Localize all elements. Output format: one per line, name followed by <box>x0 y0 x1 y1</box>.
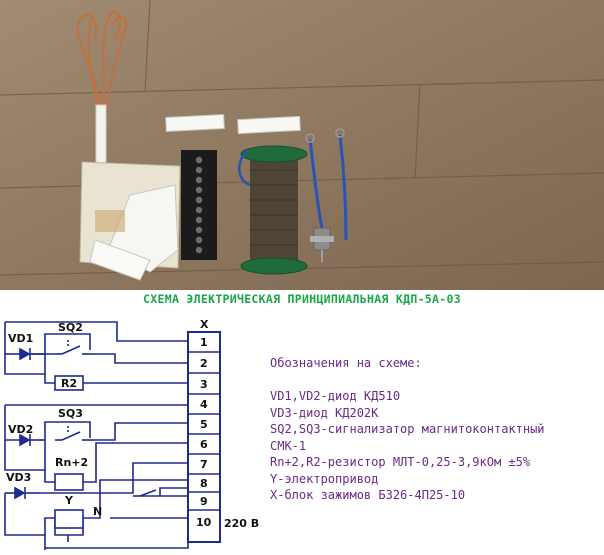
terminal-9: 9 <box>200 495 208 508</box>
magnet-2 <box>237 115 301 135</box>
diode-assembly <box>305 128 348 262</box>
label-sq2: SQ2 <box>58 321 83 334</box>
terminal-6: 6 <box>200 438 208 451</box>
r2-resistor <box>54 375 84 391</box>
legend-line: СМК-1 <box>270 438 307 453</box>
sq2-contact <box>55 340 93 355</box>
legend-line: VD1,VD2-диод КД510 <box>270 389 401 403</box>
terminal-8: 8 <box>200 477 208 490</box>
sensor-board <box>79 161 181 281</box>
copper-wires <box>76 10 128 111</box>
product-photo <box>0 0 604 290</box>
legend-line: Y-электропривод <box>270 471 379 486</box>
y-actuator <box>54 509 84 529</box>
magnet-1 <box>165 113 225 133</box>
legend-line: SQ2,SQ3-сигнализатор магнитоконтактный <box>270 422 545 436</box>
schematic-diagram: VD1 SQ2 R2 VD2 SQ3 Rn+2 VD3 Y N X 220 В … <box>4 318 259 550</box>
label-y: Y <box>64 494 74 507</box>
legend-line: Rn+2,R2-резистор МЛТ-0,25-3,9кОм ±5% <box>270 455 531 469</box>
vd3-diode <box>14 486 40 500</box>
sq3-contact <box>55 426 93 441</box>
label-vd3: VD3 <box>6 471 31 484</box>
legend-heading: Обозначения на схеме: <box>270 356 422 370</box>
label-voltage: 220 В <box>224 517 259 530</box>
y-contact <box>133 489 157 497</box>
label-r2: R2 <box>61 377 77 390</box>
vd2-diode <box>19 433 45 447</box>
terminal-7: 7 <box>200 458 208 471</box>
terminal-10: 10 <box>196 516 212 529</box>
terminal-5: 5 <box>200 418 208 431</box>
terminal-block-photo <box>181 150 217 260</box>
label-sq3: SQ3 <box>58 407 83 420</box>
label-vd1: VD1 <box>8 332 33 345</box>
terminal-block-x <box>187 331 221 543</box>
terminal-1: 1 <box>200 336 208 349</box>
schematic-title: СХЕМА ЭЛЕКТРИЧЕСКАЯ ПРИНЦИПИАЛЬНАЯ КДП-5… <box>143 292 461 306</box>
terminal-4: 4 <box>200 398 208 411</box>
rn2-resistor <box>54 473 84 491</box>
white-sleeve <box>95 104 107 166</box>
terminal-2: 2 <box>200 357 208 370</box>
legend-line: VD3-диод КД202К <box>270 405 379 420</box>
terminal-3: 3 <box>200 378 208 391</box>
label-vd2: VD2 <box>8 423 33 436</box>
solenoid-coil <box>238 145 308 275</box>
legend: Обозначения на схеме: VD1,VD2-диод КД510… <box>270 356 604 504</box>
legend-line: X-блок зажимов БЗ26-4П25-10 <box>270 488 466 502</box>
label-x: X <box>200 318 209 331</box>
label-rn2: Rn+2 <box>55 456 88 469</box>
label-n: N <box>93 505 102 518</box>
vd1-diode <box>19 347 45 361</box>
